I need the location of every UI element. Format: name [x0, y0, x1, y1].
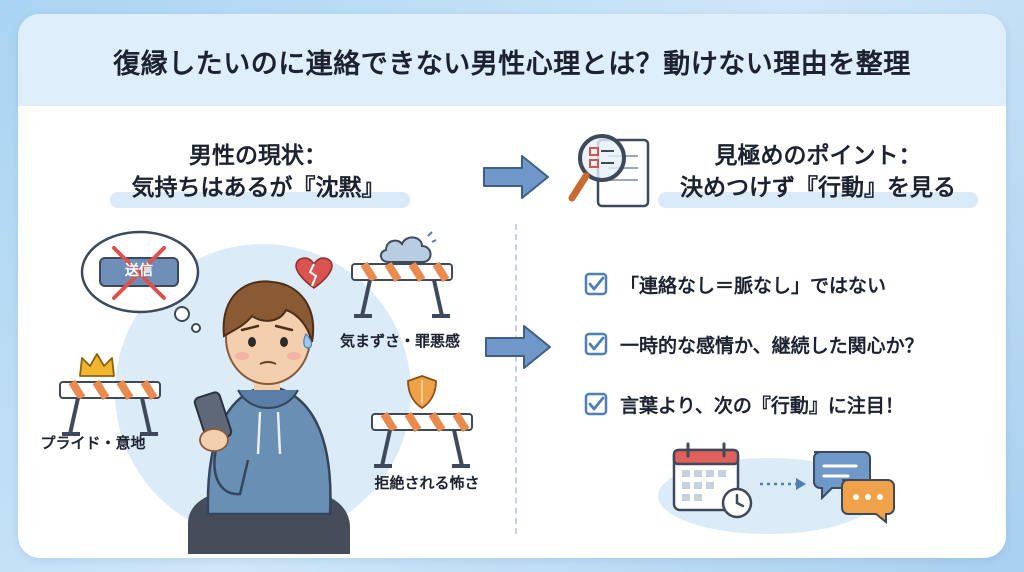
label-pride: プライド・意地 [40, 434, 146, 452]
check-item-1-text: 「連絡なし＝脈なし」ではない [620, 274, 887, 297]
cloud-icon [380, 231, 437, 263]
worried-man-illustration [188, 280, 350, 554]
check-item-2: 一時的な感情か、継続した関心か？ [584, 329, 924, 359]
calendar-icon [672, 442, 740, 512]
right-heading-line1: 見極めのポイント： [714, 143, 922, 169]
checkbox-checked-icon [584, 332, 608, 356]
checkbox-checked-icon [584, 392, 608, 416]
bubble-send-label: 送信 [125, 263, 153, 279]
infographic-card: 復縁したいのに連絡できない男性心理とは？動けない理由を整理 男性の現状： 気持ち… [18, 14, 1006, 558]
top-arrow-icon [483, 155, 549, 199]
dotted-arrow-icon [760, 478, 806, 490]
right-heading: 見極めのポイント： 決めつけず『行動』を見る [638, 140, 998, 204]
label-guilt: 気まずさ・罪悪感 [339, 332, 460, 350]
crown-icon [79, 353, 115, 377]
left-heading-highlight [110, 192, 410, 208]
right-heading-highlight [658, 192, 978, 208]
middle-arrow-icon [485, 325, 551, 369]
broken-heart-icon [295, 257, 333, 289]
check-item-3-text: 言葉より、次の『行動』に注目！ [620, 394, 904, 417]
right-heading-line2: 決めつけず『行動』を見る [680, 175, 956, 201]
left-heading-line2: 気持ちはあるが『沈黙』 [131, 175, 385, 201]
thought-bubble-icon [80, 230, 201, 333]
left-heading-line1: 男性の現状： [189, 143, 327, 169]
header-band: 復縁したいのに連絡できない男性心理とは？動けない理由を整理 [18, 14, 1006, 106]
checkbox-checked-icon [584, 272, 608, 296]
clock-icon [721, 487, 753, 519]
barrier-pride-icon [59, 379, 161, 436]
chat-bubbles-icon [813, 451, 895, 525]
check-item-3: 言葉より、次の『行動』に注目！ [584, 389, 904, 419]
page-title: 復縁したいのに連絡できない男性心理とは？動けない理由を整理 [113, 49, 911, 80]
label-rejection: 拒絶される怖さ [374, 474, 480, 492]
magnifier-checklist-icon [568, 134, 650, 208]
center-divider [515, 224, 517, 534]
barrier-rejection-icon [371, 411, 473, 468]
check-item-1: 「連絡なし＝脈なし」ではない [584, 269, 886, 299]
shield-icon [407, 375, 437, 410]
left-heading: 男性の現状： 気持ちはあるが『沈黙』 [78, 140, 438, 204]
check-item-2-text: 一時的な感情か、継続した関心か？ [620, 334, 924, 357]
barrier-guilt-icon [351, 261, 453, 318]
